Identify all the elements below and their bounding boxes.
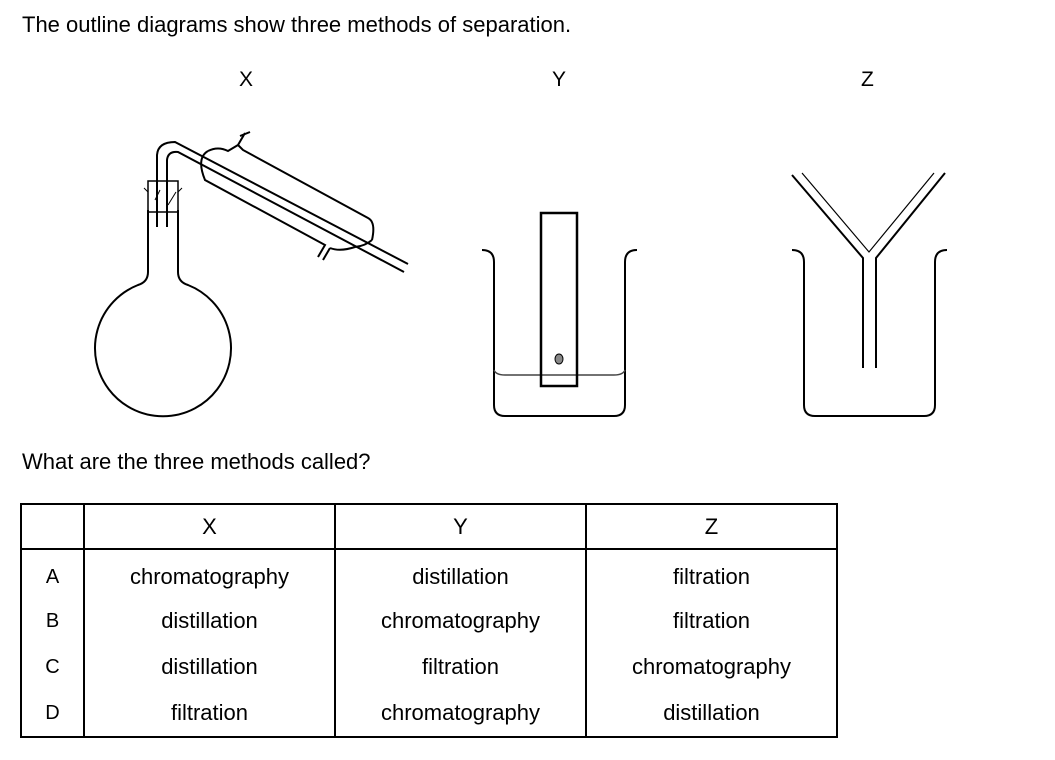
option-row-b[interactable]: B distillation chromatography filtration bbox=[20, 598, 838, 644]
option-key: D bbox=[20, 690, 85, 738]
chromatography-apparatus bbox=[481, 211, 638, 417]
option-row-d[interactable]: D filtration chromatography distillation bbox=[20, 690, 838, 738]
option-z: distillation bbox=[585, 690, 838, 738]
option-y: filtration bbox=[334, 644, 587, 690]
option-x: distillation bbox=[83, 644, 336, 690]
round-bottom-flask bbox=[94, 210, 232, 418]
chromatography-paper bbox=[539, 211, 579, 388]
option-x: filtration bbox=[83, 690, 336, 738]
beaker-y bbox=[481, 249, 638, 417]
option-z: chromatography bbox=[585, 644, 838, 690]
option-key: B bbox=[20, 598, 85, 644]
beaker-z bbox=[791, 249, 948, 417]
stopper bbox=[147, 180, 179, 213]
delivery-tube bbox=[156, 140, 409, 265]
header-y: Y bbox=[334, 503, 587, 550]
option-y: distillation bbox=[334, 549, 587, 598]
header-x: X bbox=[83, 503, 336, 550]
diagram-label-x: X bbox=[239, 68, 254, 91]
separation-diagrams bbox=[94, 131, 948, 418]
funnel-outer-right bbox=[875, 172, 946, 368]
question-text: What are the three methods called? bbox=[22, 449, 371, 474]
option-y: chromatography bbox=[334, 598, 587, 644]
intro-text: The outline diagrams show three methods … bbox=[22, 12, 572, 37]
sample-spot bbox=[554, 353, 564, 365]
option-row-c[interactable]: C distillation filtration chromatography bbox=[20, 644, 838, 690]
answer-options-table: X Y Z A chromatography distillation filt… bbox=[20, 503, 838, 738]
header-blank bbox=[20, 503, 85, 550]
header-z: Z bbox=[585, 503, 838, 550]
solvent-line bbox=[493, 369, 626, 376]
option-key: C bbox=[20, 644, 85, 690]
filtration-apparatus bbox=[791, 172, 948, 417]
option-key: A bbox=[20, 549, 85, 598]
option-y: chromatography bbox=[334, 690, 587, 738]
diagram-label-z: Z bbox=[861, 68, 874, 91]
condenser bbox=[207, 131, 375, 241]
funnel-outer-left bbox=[791, 174, 864, 368]
filter-paper bbox=[801, 172, 935, 253]
option-x: distillation bbox=[83, 598, 336, 644]
distillation-apparatus bbox=[94, 131, 409, 418]
option-x: chromatography bbox=[83, 549, 336, 598]
table-header-row: X Y Z bbox=[20, 503, 838, 550]
diagram-label-y: Y bbox=[552, 68, 567, 91]
option-z: filtration bbox=[585, 549, 838, 598]
option-z: filtration bbox=[585, 598, 838, 644]
option-row-a[interactable]: A chromatography distillation filtration bbox=[20, 549, 838, 598]
